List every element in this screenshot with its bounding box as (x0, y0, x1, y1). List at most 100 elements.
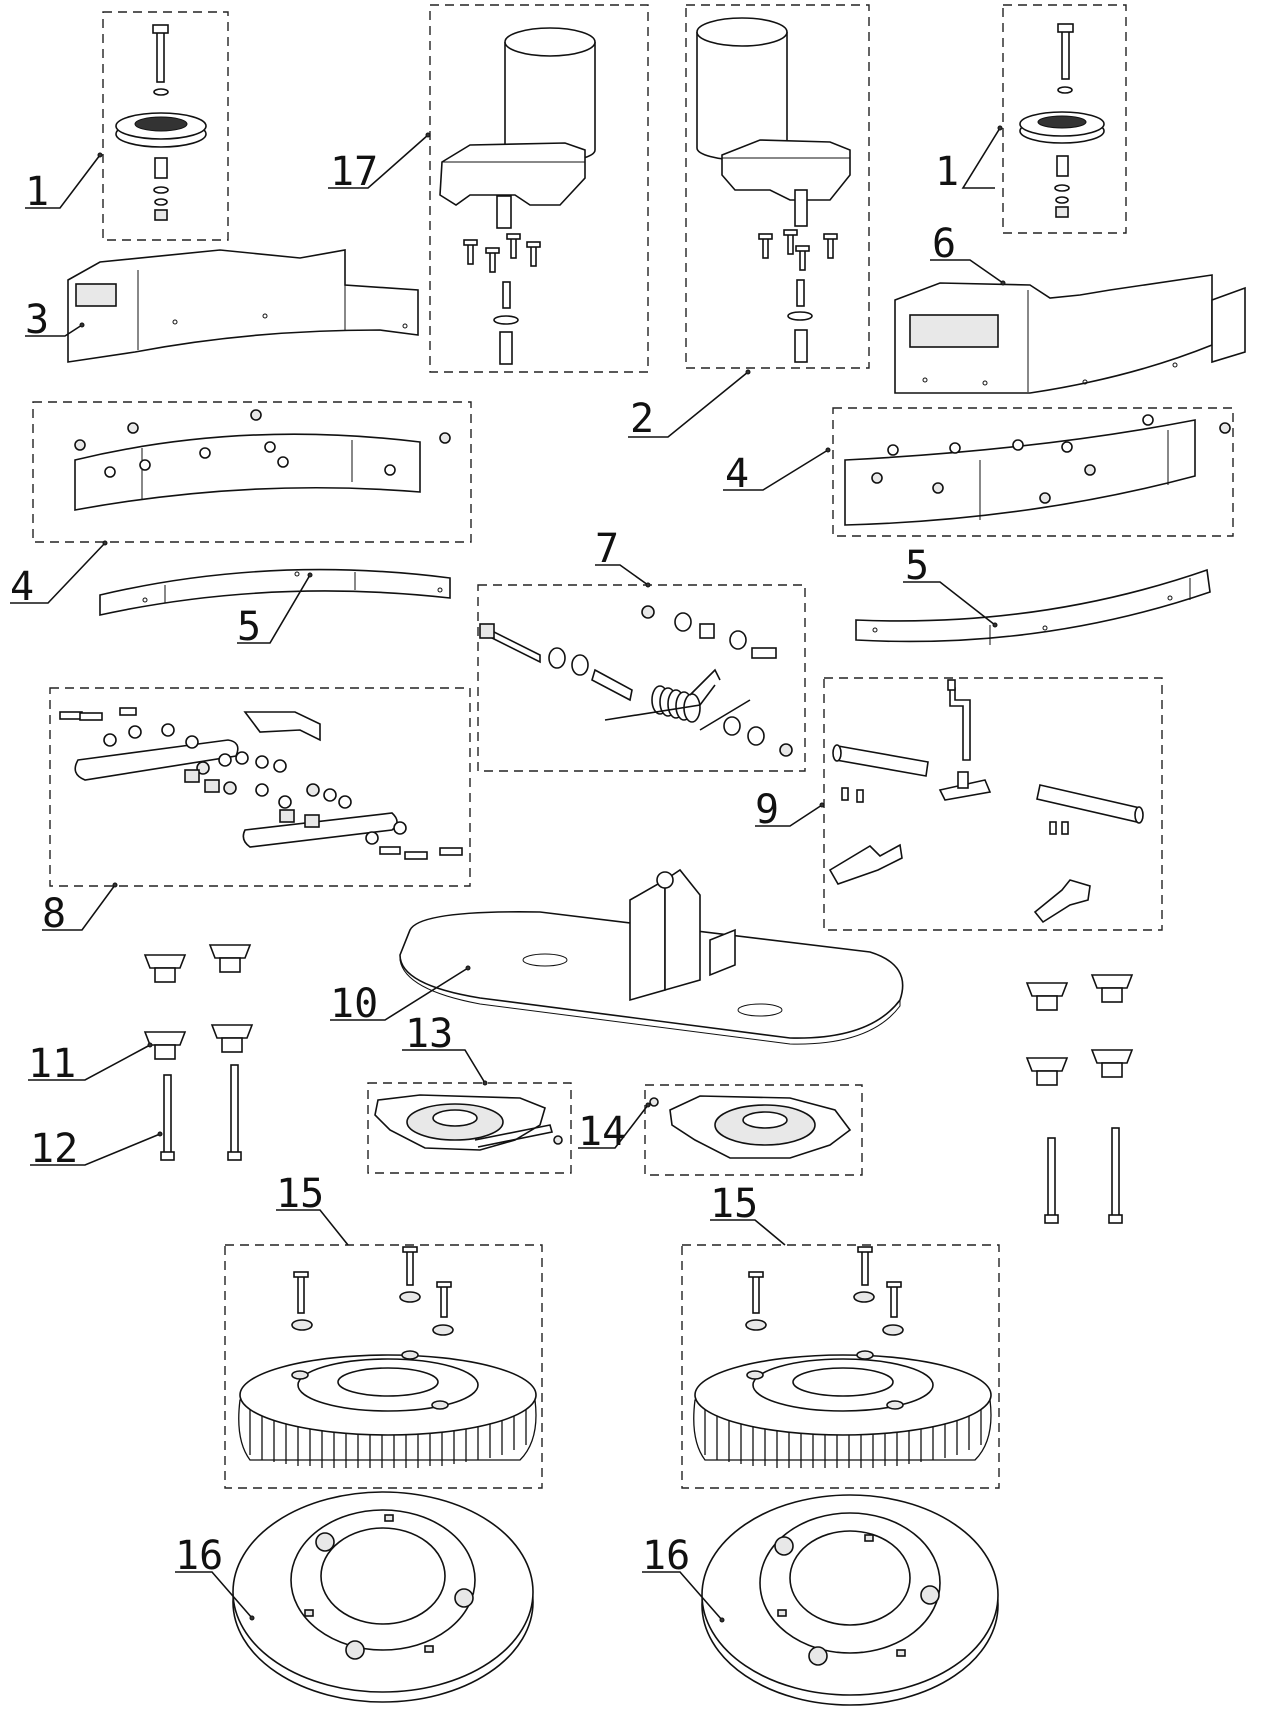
box-skirt-left (32, 401, 472, 543)
box-linkage-assembly (49, 687, 471, 887)
callout-16-left: 16 (175, 1533, 223, 1579)
caster-bolt (1061, 26, 1070, 80)
strip-body (99, 568, 451, 616)
callout-3: 3 (25, 297, 49, 343)
pad-center (789, 1530, 911, 1626)
shaft-washer (493, 315, 519, 325)
elbow-fitting (1033, 879, 1091, 924)
caster-sleeve (1056, 155, 1069, 177)
callout-13: 13 (405, 1011, 453, 1057)
callout-15-left: 15 (276, 1171, 324, 1217)
box-brush-left (224, 1244, 543, 1489)
brush-center (337, 1367, 439, 1397)
knob-4 (1090, 1049, 1134, 1078)
motor-shaft (794, 189, 808, 227)
brush-right (693, 1246, 992, 1468)
water-pipe-assembly (828, 679, 1144, 924)
spring-arm (699, 699, 751, 731)
pad-center (320, 1527, 446, 1625)
motor-top (696, 17, 788, 47)
callout-5-left: 5 (237, 604, 261, 650)
callout-14: 14 (578, 1109, 626, 1155)
callout-4-right: 4 (725, 451, 749, 497)
callout-6: 6 (932, 221, 956, 267)
knob-4 (210, 1024, 254, 1053)
bracket (243, 711, 321, 742)
callout-2: 2 (630, 396, 654, 442)
strip-body (855, 568, 1211, 643)
linkage-assembly (59, 707, 463, 860)
skirt-left (74, 409, 451, 511)
cover-body (67, 249, 419, 363)
gearbox-housing (439, 142, 586, 206)
shaft-key (502, 281, 511, 309)
box-caster-left (102, 11, 229, 241)
knobs-right (1025, 974, 1134, 1086)
caster-nut (154, 209, 168, 221)
pipe-tube (1036, 784, 1141, 823)
knob-3 (143, 1031, 187, 1060)
box-motor-left (429, 4, 649, 373)
mount-screws (758, 229, 838, 271)
box-spring-assembly (477, 584, 806, 772)
brush-bristles (693, 1399, 992, 1461)
brush-plate-right (649, 1095, 852, 1159)
shaft-bolt (499, 331, 513, 365)
callout-9: 9 (755, 787, 779, 833)
pad-driver-left (232, 1491, 534, 1703)
caster-bolt-head (152, 24, 169, 34)
small-bracket (709, 928, 736, 977)
caster-assembly-left (115, 24, 207, 221)
box-brush-right (681, 1244, 1000, 1489)
leader-lines (10, 125, 1006, 1623)
callout-4-left: 4 (10, 564, 34, 610)
callout-5-right: 5 (905, 543, 929, 589)
link-bar (242, 812, 398, 848)
callout-16-right: 16 (642, 1533, 690, 1579)
knob-1 (1025, 982, 1069, 1011)
shaft-washer (787, 311, 813, 321)
sleeve (591, 668, 633, 702)
caster-bolt-head (1057, 23, 1074, 33)
knob-2 (208, 944, 252, 973)
brush-bristles (238, 1399, 537, 1461)
brush-plate-left (374, 1094, 563, 1151)
box-brush-plate-right (644, 1084, 863, 1176)
strip-right (855, 568, 1211, 645)
pipe-bracket (949, 687, 971, 761)
bristle-lines (704, 1400, 982, 1468)
elbow-fitting (828, 843, 903, 885)
cover-left (67, 249, 419, 363)
washers-and-springs (103, 723, 407, 845)
assembly-boxes (32, 4, 1234, 1489)
pad-driver-right (701, 1494, 999, 1706)
callout-12: 12 (30, 1126, 78, 1172)
skirt-plate (74, 433, 421, 511)
rods-left (160, 1064, 242, 1161)
spring-assembly (479, 605, 793, 757)
brush-center (792, 1367, 894, 1397)
motor-top (504, 27, 596, 57)
bolt-head (479, 623, 495, 639)
knobs-left (143, 944, 254, 1060)
caster-assembly-right (1019, 23, 1105, 218)
cover-body (894, 274, 1213, 394)
plate-hole (522, 953, 568, 967)
box-skirt-right (832, 407, 1234, 537)
box-brush-plate-left (367, 1082, 572, 1174)
plate-hole (737, 1003, 783, 1017)
motor-shaft (496, 195, 512, 229)
long-bolt (489, 628, 541, 664)
screws (59, 707, 463, 860)
bristle-lines (249, 1400, 527, 1468)
caster-washer-2 (1054, 184, 1070, 192)
base-plate (399, 868, 904, 1045)
caster-washer (1057, 86, 1073, 94)
plate-thickness (399, 955, 901, 1045)
callout-10: 10 (330, 981, 378, 1027)
shaft-key (796, 279, 805, 307)
cover-window (909, 314, 999, 348)
knob-2 (1090, 974, 1134, 1003)
callout-11: 11 (28, 1041, 76, 1087)
